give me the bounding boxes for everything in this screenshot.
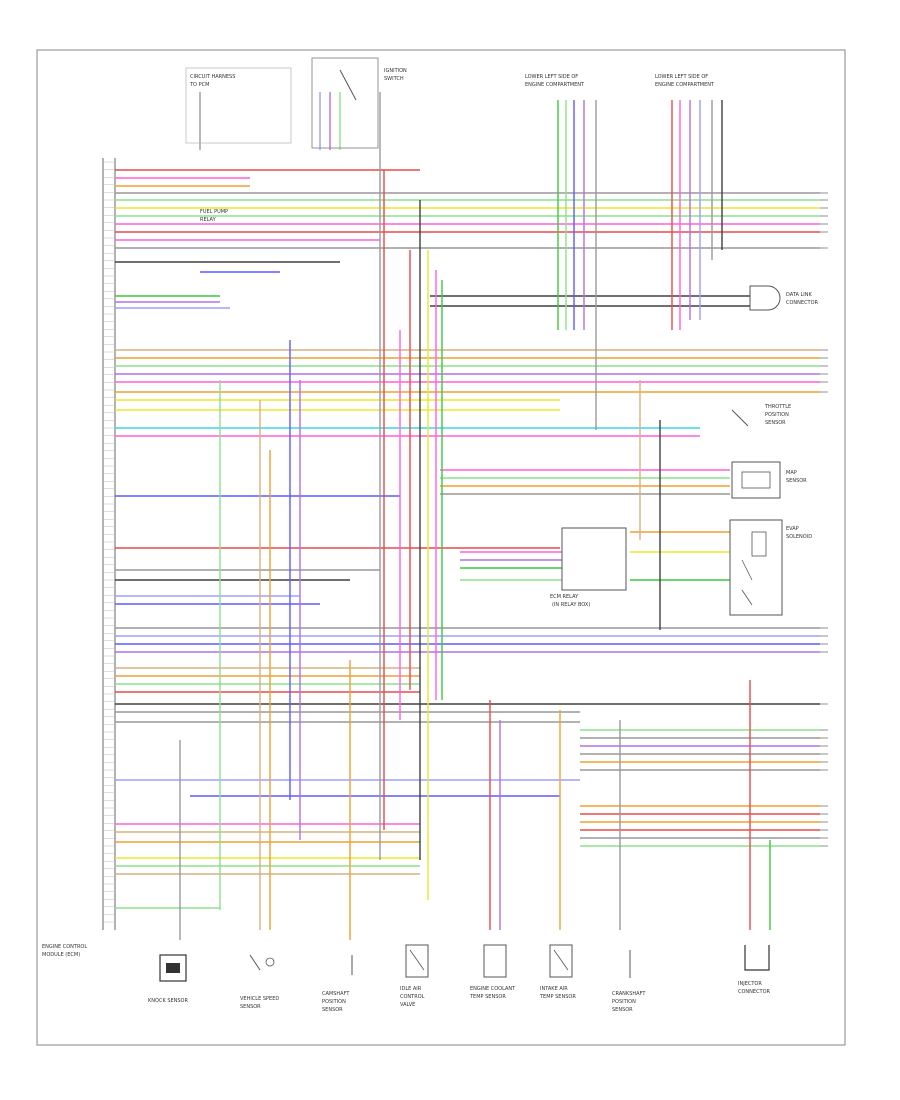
evap-label-1: EVAP <box>786 526 799 532</box>
cmp-label-3: SENSOR <box>322 1007 343 1013</box>
knock-sensor-label: KNOCK SENSOR <box>148 998 188 1004</box>
iat-label-1: INTAKE AIR <box>540 986 568 992</box>
ect-label-1: ENGINE COOLANT <box>470 986 516 992</box>
circuit-harness-label-2: TO PCM <box>189 82 209 88</box>
right-wiring-label-2: ENGINE COMPARTMENT <box>655 82 715 88</box>
data-link-connector: DATA LINK CONNECTOR <box>749 285 819 311</box>
ecm-relay-label-2: (IN RELAY BOX) <box>552 602 590 608</box>
wire-layer <box>115 169 820 909</box>
iat-label-2: TEMP SENSOR <box>539 994 576 1000</box>
ckp-label-1: CRANKSHAFT <box>612 991 646 997</box>
throttle-label-1: THROTTLE <box>764 404 791 410</box>
intake-air-temp-sensor: INTAKE AIR TEMP SENSOR <box>539 944 576 1000</box>
circuit-harness-label-1: CIRCUIT HARNESS <box>190 74 235 80</box>
left-wiring-header: LOWER LEFT SIDE OF ENGINE COMPARTMENT <box>525 74 585 88</box>
throttle-position-sensor: THROTTLE POSITION SENSOR <box>731 404 791 427</box>
evap-solenoid: EVAP SOLENOID <box>729 519 812 616</box>
camshaft-position-sensor: CAMSHAFT POSITION SENSOR <box>322 955 353 1013</box>
injector-label-1: INJECTOR <box>738 981 762 987</box>
idle-air-control-valve: IDLE AIR CONTROL VALVE <box>400 944 429 1008</box>
fuel-pump-label-2: RELAY <box>200 217 217 223</box>
map-sensor-label-2: SENSOR <box>786 478 807 484</box>
iac-label-1: IDLE AIR <box>400 986 422 992</box>
ecm-relay: ECM RELAY (IN RELAY BOX) <box>550 527 627 608</box>
bottom-components: KNOCK SENSOR VEHICLE SPEED SENSOR CAMSHA… <box>148 944 771 1013</box>
crankshaft-position-sensor: CRANKSHAFT POSITION SENSOR <box>612 950 646 1013</box>
throttle-label-2: POSITION <box>765 412 789 418</box>
map-sensor: MAP SENSOR <box>731 461 807 499</box>
ect-label-2: TEMP SENSOR <box>469 994 506 1000</box>
cmp-label-1: CAMSHAFT <box>322 991 350 997</box>
map-sensor-label-1: MAP <box>786 470 797 476</box>
evap-label-2: SOLENOID <box>786 534 812 540</box>
right-wiring-header: LOWER LEFT SIDE OF ENGINE COMPARTMENT <box>655 74 715 88</box>
ecm-relay-label-1: ECM RELAY <box>550 594 579 600</box>
ckp-label-3: SENSOR <box>612 1007 633 1013</box>
right-wiring-label-1: LOWER LEFT SIDE OF <box>655 74 708 80</box>
vehicle-speed-sensor: VEHICLE SPEED SENSOR <box>240 954 279 1010</box>
ecm-caption-1: ENGINE CONTROL <box>42 944 87 950</box>
injector-label-2: CONNECTOR <box>738 989 771 995</box>
ignition-switch-label-2: SWITCH <box>384 76 404 82</box>
ignition-switch-label-1: IGNITION <box>384 68 407 74</box>
vss-label-1: VEHICLE SPEED <box>240 996 279 1002</box>
knock-sensor: KNOCK SENSOR <box>148 954 188 1004</box>
data-link-label-1: DATA LINK <box>786 292 812 298</box>
throttle-label-3: SENSOR <box>765 420 786 426</box>
vertical-wires <box>179 92 771 940</box>
fuel-pump-relay: FUEL PUMP RELAY <box>200 209 228 223</box>
cmp-label-2: POSITION <box>322 999 346 1005</box>
ignition-switch-block: IGNITION SWITCH <box>311 57 407 149</box>
vss-label-2: SENSOR <box>240 1004 261 1010</box>
iac-label-3: VALVE <box>400 1002 415 1008</box>
engine-coolant-temp-sensor: ENGINE COOLANT TEMP SENSOR <box>469 944 516 1000</box>
ecm-caption-2: MODULE (ECM) <box>42 952 80 958</box>
ecm-pin-strip <box>102 158 116 930</box>
circuit-harness-block: CIRCUIT HARNESS TO PCM <box>185 67 292 144</box>
left-wiring-label-1: LOWER LEFT SIDE OF <box>525 74 578 80</box>
injector-connector: INJECTOR CONNECTOR <box>738 945 771 995</box>
data-link-label-2: CONNECTOR <box>786 300 819 306</box>
left-wiring-label-2: ENGINE COMPARTMENT <box>525 82 585 88</box>
fuel-pump-label-1: FUEL PUMP <box>200 209 228 215</box>
right-connector-stubs <box>820 192 828 847</box>
iac-label-2: CONTROL <box>400 994 425 1000</box>
ckp-label-2: POSITION <box>612 999 636 1005</box>
